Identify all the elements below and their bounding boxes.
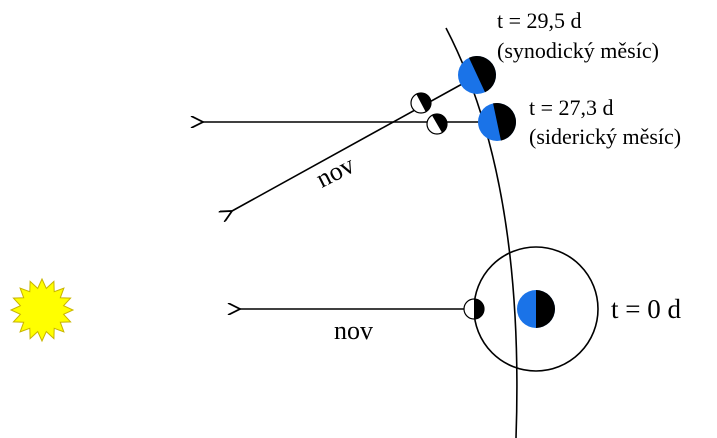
start-time-label: t = 0 d — [611, 296, 681, 323]
sidereal-month-label: (siderický měsíc) — [529, 126, 681, 148]
new-moon-label-start: nov — [334, 318, 373, 344]
sidereal-time-label: t = 27,3 d — [529, 97, 614, 119]
earth-icon — [458, 50, 502, 94]
earth-icon — [517, 290, 555, 328]
direction-line-synodic — [232, 78, 473, 211]
moon-icon — [411, 89, 435, 113]
earth-icon — [478, 99, 520, 141]
synodic-month-label: (synodický měsíc) — [497, 40, 659, 62]
moon-icon — [427, 110, 451, 134]
synodic-time-label: t = 29,5 d — [497, 10, 582, 32]
sun-icon — [11, 279, 73, 341]
moon-icon — [464, 299, 484, 319]
